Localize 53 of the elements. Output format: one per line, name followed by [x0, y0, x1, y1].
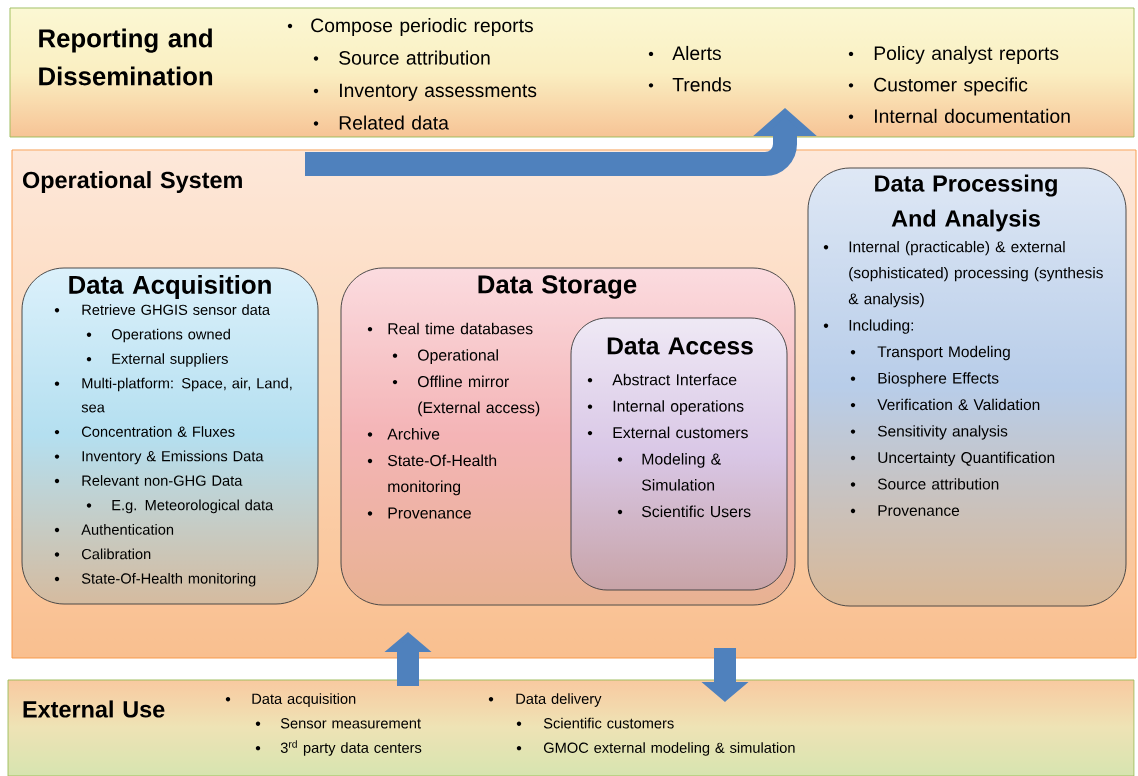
heading: Data Storage: [478, 275, 637, 299]
list-item: Provenance: [388, 507, 471, 519]
heading: Data Processing And Analysis: [875, 174, 1057, 232]
list-item: Inventory & Emissions Data: [82, 450, 264, 465]
list-item: 3$^{rd}$ party data centers: [280, 740, 422, 756]
list-item: Multi-platform: Space, air, Land, sea: [81, 377, 292, 413]
heading: Reporting and Dissemination: [39, 28, 213, 86]
list-item: Relevant non-GHG Data: [82, 475, 243, 486]
list-item: Internal (practicable) & external (sophisticated) processing (synthesis & analysis): [848, 240, 1103, 308]
list-item: Modeling & Simulation: [641, 453, 721, 491]
list-item: Data acquisition: [252, 693, 356, 707]
heading: Data Access: [607, 337, 753, 355]
list-item: Archive: [387, 428, 440, 440]
list-item: Concentration & Fluxes: [81, 426, 235, 437]
list-item: Compose periodic reports: [311, 18, 533, 37]
list-item: Offline mirror (External access): [418, 375, 540, 417]
list-item: Operations owned: [111, 328, 230, 343]
heading: External Use: [23, 700, 165, 718]
list-item: Related data: [339, 115, 449, 130]
list-item: Trends: [672, 77, 731, 92]
list-item: Uncertainty Quantification: [878, 451, 1055, 467]
list-item: External customers: [613, 426, 748, 439]
list-item: Source attribution: [877, 478, 999, 490]
list-item: Sensitivity analysis: [877, 425, 1008, 440]
heading: Data Acquisition: [69, 275, 271, 299]
list-item: Internal documentation: [875, 108, 1070, 123]
list-item: GMOC external modeling & simulation: [544, 742, 795, 756]
list-item: Real time databases: [388, 322, 533, 335]
list-item: Provenance: [878, 505, 960, 516]
list-item: Policy analyst reports: [874, 45, 1059, 64]
list-item: External suppliers: [112, 353, 228, 367]
list-item: Internal operations: [613, 400, 744, 415]
list-item: Verification & Validation: [877, 398, 1040, 411]
list-item: Biosphere Effects: [878, 372, 999, 387]
list-item: Data delivery: [516, 693, 602, 707]
list-item: Source attribution: [339, 50, 490, 65]
list-item: Transport Modeling: [877, 345, 1010, 361]
list-item: Authentication: [81, 524, 174, 535]
list-item: Abstract Interface: [612, 373, 737, 386]
list-item: Alerts: [672, 45, 721, 61]
list-item: Including:: [849, 319, 913, 334]
list-item: State-Of-Health monitoring: [81, 572, 256, 587]
list-item: State-Of-Health monitoring: [387, 454, 497, 496]
list-item: Operational: [418, 349, 498, 364]
list-item: Scientific Users: [641, 505, 751, 518]
list-item: Calibration: [81, 548, 151, 560]
list-item: Customer specific: [874, 77, 1028, 96]
list-item: Scientific customers: [543, 717, 674, 729]
list-item: Inventory assessments: [340, 83, 537, 101]
list-item: E.g. Meteorological data: [112, 499, 274, 514]
list-item: Retrieve GHGIS sensor data: [82, 304, 271, 315]
list-item: Sensor measurement: [280, 718, 421, 729]
heading: Operational System: [22, 171, 242, 193]
